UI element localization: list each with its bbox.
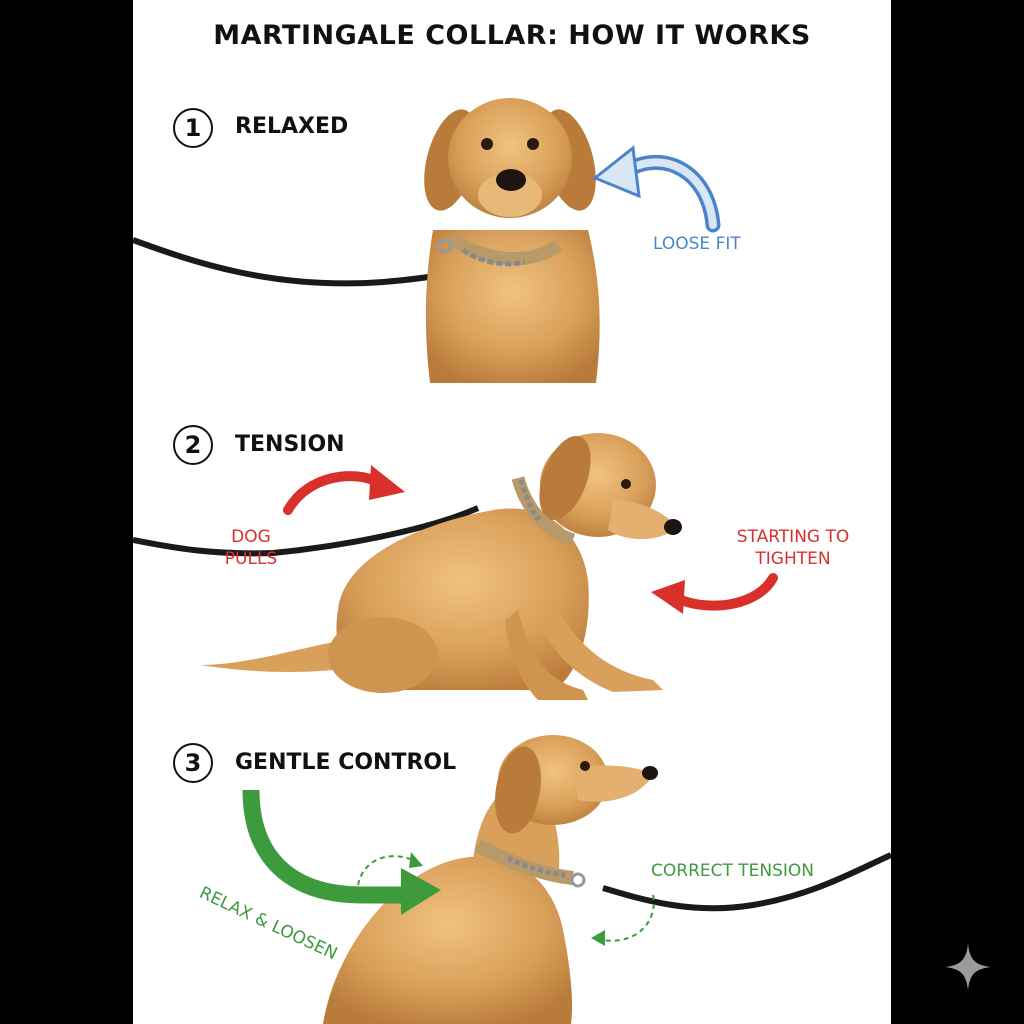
step-2-number: 2 <box>173 425 213 465</box>
dashed-loosen-arrow <box>357 852 423 886</box>
dog-pulls-arrow <box>283 465 405 515</box>
step-1-label: RELAXED <box>235 114 349 139</box>
dashed-tension-arrow <box>591 894 655 946</box>
step-2-label: TENSION <box>235 432 345 457</box>
step-1-number: 1 <box>173 108 213 148</box>
starting-to-tighten-arrow <box>651 573 778 614</box>
step-3-number: 3 <box>173 743 213 783</box>
page-title: MARTINGALE COLLAR: HOW IT WORKS <box>213 20 811 51</box>
starting-to-tighten-label: STARTING TO TIGHTEN <box>736 527 850 569</box>
dog-relaxed-illustration <box>133 98 600 383</box>
loose-fit-label: LOOSE FIT <box>653 234 741 254</box>
dog-pulls-label: DOG PULLS <box>224 527 278 569</box>
loose-fit-arrow <box>592 145 721 233</box>
dog-control-illustration <box>323 735 891 1024</box>
correct-tension-label: CORRECT TENSION <box>651 861 815 881</box>
leash <box>133 505 480 557</box>
infographic-panel: MARTINGALE COLLAR: HOW IT WORKS 1 RELAXE… <box>133 0 891 1024</box>
leash <box>602 852 891 912</box>
relax-loosen-arrow <box>242 789 441 915</box>
step-3-label: GENTLE CONTROL <box>235 750 457 775</box>
dog-tension-illustration <box>133 433 682 700</box>
sparkle-icon <box>945 944 991 990</box>
illustration-layer <box>133 98 891 1024</box>
